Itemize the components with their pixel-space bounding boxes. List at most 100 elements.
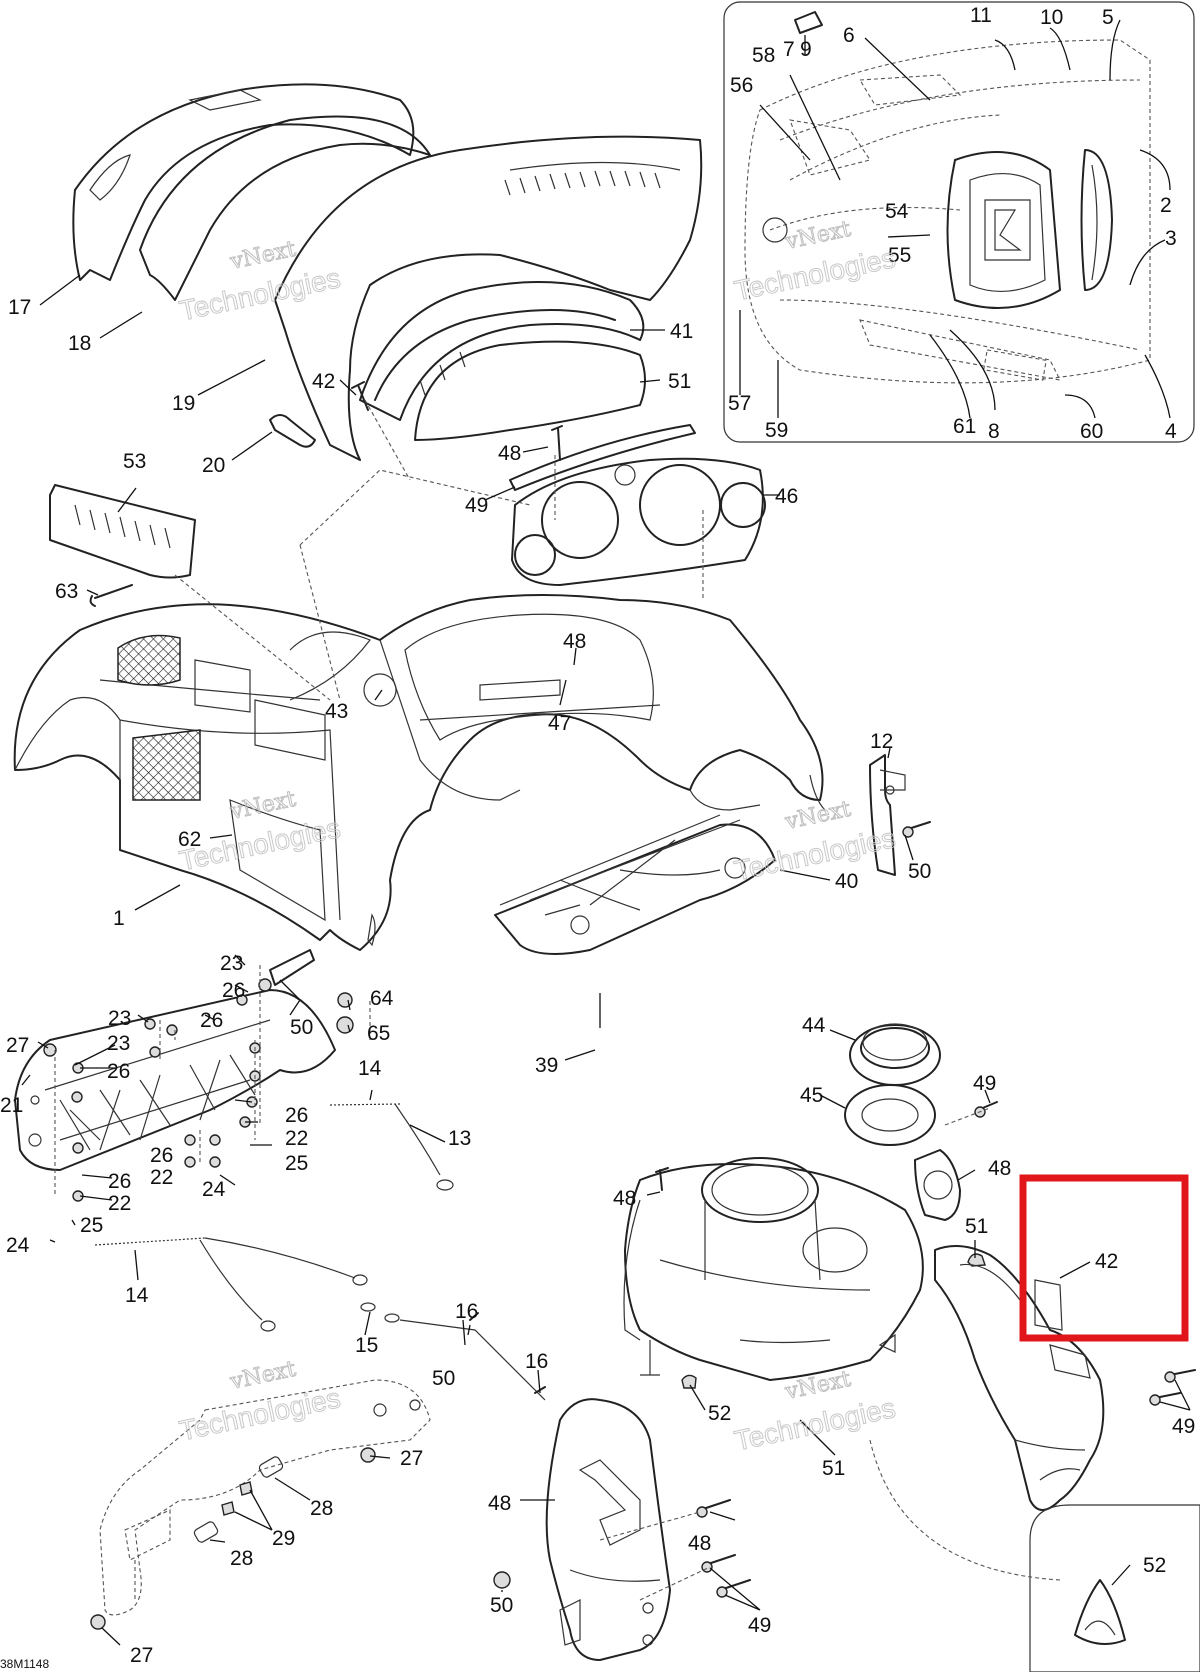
side-panel-41	[493, 1398, 751, 1661]
label-22c: 22	[108, 1192, 131, 1215]
label-57: 57	[728, 392, 751, 415]
label-67: 65	[367, 1022, 390, 1045]
label-25a: 25	[285, 1152, 308, 1175]
label-48c: 48	[688, 1532, 711, 1555]
side-panel-42	[934, 1245, 1196, 1511]
label-55: 55	[888, 244, 911, 267]
label-28a: 28	[310, 1497, 333, 1520]
label-65: 64	[370, 987, 394, 1010]
label-28b: 28	[230, 1547, 253, 1570]
label-19: 19	[172, 392, 195, 415]
bracket-12	[869, 754, 931, 876]
label-39: 48	[498, 442, 521, 465]
label-16b: 16	[525, 1350, 548, 1373]
label-49b: 52	[708, 1402, 731, 1425]
label-62: 53	[123, 450, 146, 473]
console-47	[623, 1157, 924, 1389]
watermark-vnext-5: vNext	[227, 1357, 298, 1395]
label-61: 61	[953, 415, 976, 438]
label-29: 29	[272, 1527, 295, 1550]
label-42: 42	[1095, 1250, 1118, 1273]
label-24a: 24	[202, 1178, 226, 1201]
watermark-vnext-1: vNext	[227, 237, 298, 275]
label-48d: 49	[748, 1614, 771, 1637]
highlight-box-part-42	[1019, 1174, 1189, 1342]
label-26d: 26	[285, 1104, 308, 1127]
watermark-tech-5: Technologies	[177, 1382, 343, 1446]
front-bumper	[90, 1379, 431, 1630]
label-32: 41	[670, 320, 693, 343]
label-27c: 27	[6, 1034, 29, 1057]
label-35: 44	[802, 1014, 826, 1037]
gasket	[914, 1101, 998, 1267]
label-41: 48	[488, 1492, 511, 1515]
label-9: 9	[800, 38, 812, 61]
detail-53	[1029, 1504, 1200, 1673]
inset-panel	[723, 1, 1195, 443]
label-14b: 14	[125, 1284, 149, 1307]
label-30: 39	[535, 1054, 558, 1077]
label-21: 21	[0, 1094, 23, 1117]
label-23b: 23	[108, 1007, 131, 1030]
label-17: 17	[8, 296, 31, 319]
label-8: 8	[988, 420, 1000, 443]
label-36: 45	[800, 1084, 823, 1107]
instrument-bezel	[511, 457, 766, 586]
watermark-tech-1: Technologies	[177, 262, 343, 326]
label-56: 56	[730, 74, 753, 97]
label-22a: 22	[285, 1127, 308, 1150]
label-58: 58	[752, 44, 775, 67]
label-26c: 26	[107, 1060, 130, 1083]
label-12: 12	[870, 730, 893, 753]
label-60: 60	[1080, 420, 1103, 443]
label-38: 47	[548, 712, 571, 735]
label-26b: 26	[200, 1009, 223, 1032]
label-63: 62	[178, 828, 201, 851]
label-20: 20	[202, 454, 225, 477]
label-25b: 25	[80, 1214, 103, 1237]
fuel-filler	[844, 1023, 941, 1146]
label-27a: 27	[400, 1447, 423, 1470]
drawing-code: 38M1148	[0, 1657, 49, 1671]
label-48a: 50	[908, 860, 931, 883]
label-40: 48	[563, 630, 586, 653]
label-37: 46	[775, 485, 798, 508]
label-48e: 49	[1172, 1415, 1195, 1438]
label-14a: 14	[358, 1057, 382, 1080]
part-labels: 5 10 11 6 7 9 58 56 54 55 2 3 4 60 8 61 …	[0, 4, 1195, 1671]
watermark-tech-2: Technologies	[732, 242, 898, 306]
watermark-tech-3: Technologies	[177, 812, 343, 876]
assembly-lines	[174, 399, 1061, 1581]
label-13: 13	[448, 1127, 471, 1150]
label-43: 48	[988, 1157, 1011, 1180]
label-33: 42	[312, 370, 335, 393]
label-23a: 23	[220, 952, 243, 975]
label-54: 54	[885, 200, 909, 223]
watermark-tech-6: Technologies	[732, 1392, 898, 1456]
label-47: 51	[822, 1457, 845, 1480]
label-3: 3	[1165, 227, 1177, 250]
label-16a: 16	[455, 1300, 478, 1323]
label-64: 63	[55, 580, 78, 603]
label-59: 59	[765, 419, 788, 442]
leader-lines	[21, 274, 1191, 1646]
label-11: 11	[970, 4, 992, 27]
label-27b: 27	[130, 1644, 153, 1667]
label-23c: 23	[107, 1032, 130, 1055]
watermarks: vNext Technologies vNext Technologies vN…	[176, 216, 898, 1457]
label-45: 49	[465, 494, 488, 517]
label-22b: 22	[150, 1166, 173, 1189]
label-18: 18	[68, 332, 91, 355]
label-53: 52	[1143, 1554, 1166, 1577]
label-5: 5	[1102, 6, 1114, 29]
label-44: 49	[973, 1072, 996, 1095]
label-15: 15	[355, 1334, 378, 1357]
label-4: 4	[1165, 420, 1177, 443]
label-26f: 26	[108, 1170, 131, 1193]
label-50: 50	[432, 1367, 455, 1390]
watermark-vnext-6: vNext	[782, 1367, 853, 1405]
label-26e: 26	[150, 1144, 173, 1167]
vent-grille	[49, 484, 196, 607]
